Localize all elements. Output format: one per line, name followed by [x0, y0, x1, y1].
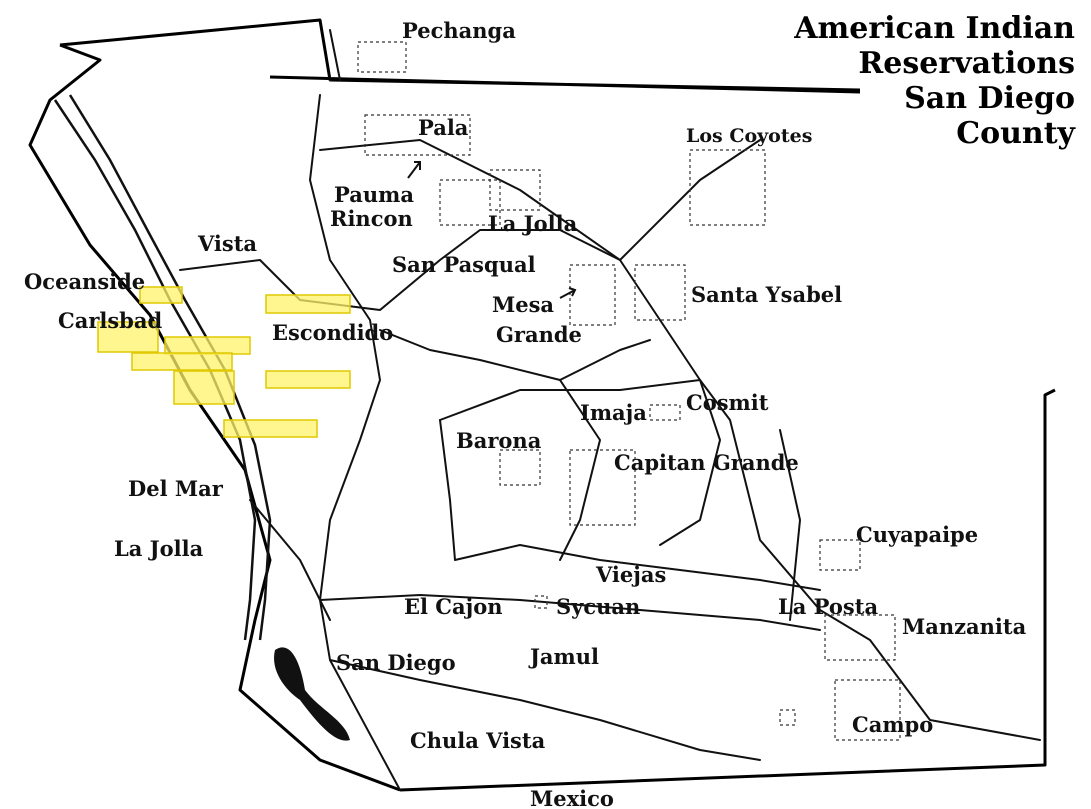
highlight-inland-south [223, 419, 318, 438]
highlight-escondido-south [265, 370, 351, 389]
label-mesa: Mesa [492, 292, 554, 317]
label-oceanside: Oceanside [24, 269, 145, 294]
label-imaja: Imaja [580, 400, 647, 425]
label-el-cajon: El Cajon [404, 594, 503, 619]
label-vista: Vista [197, 231, 257, 256]
label-barona: Barona [456, 428, 542, 453]
label-mexico: Mexico [530, 786, 614, 809]
reservation-outlines [357, 41, 901, 741]
map-title: American Indian Reservations San Diego C… [793, 11, 1076, 151]
label-campo: Campo [852, 712, 933, 737]
place-labels: Pechanga Pala Los Coyotes Pauma Rincon L… [24, 18, 1027, 809]
label-pala: Pala [418, 115, 469, 140]
title-line-2: Reservations [858, 46, 1075, 81]
label-chula-vista: Chula Vista [410, 728, 546, 753]
label-viejas: Viejas [595, 562, 666, 587]
label-cosmit: Cosmit [686, 390, 769, 415]
highlight-coast-mid [131, 352, 233, 371]
highlight-coast-south [173, 370, 235, 405]
label-pechanga: Pechanga [402, 18, 516, 43]
label-escondido: Escondido [272, 320, 393, 345]
label-pauma: Pauma [334, 182, 414, 207]
label-del-mar: Del Mar [128, 476, 224, 501]
label-san-pasqual: San Pasqual [392, 252, 536, 277]
mesa-arrow-icon [559, 287, 577, 299]
title-line-1: American Indian [793, 11, 1075, 46]
label-grande: Grande [496, 322, 582, 347]
label-jamul: Jamul [528, 644, 599, 669]
label-la-jolla-city: La Jolla [114, 536, 204, 561]
label-la-posta: La Posta [778, 594, 878, 619]
label-carlsbad: Carlsbad [58, 308, 162, 333]
label-manzanita: Manzanita [902, 614, 1027, 639]
highlight-escondido-north [265, 294, 351, 314]
highlight-carlsbad-east [164, 336, 251, 355]
label-los-coyotes: Los Coyotes [686, 125, 812, 147]
highlight-carlsbad [97, 321, 159, 353]
label-san-diego: San Diego [336, 650, 456, 675]
title-line-3: San Diego [904, 81, 1075, 116]
title-line-4: County [956, 116, 1076, 151]
highlight-oceanside [139, 286, 183, 304]
highlight-boxes [97, 286, 351, 438]
label-rincon: Rincon [330, 206, 413, 231]
label-cuyapaipe: Cuyapaipe [856, 522, 978, 547]
san-diego-bay [274, 647, 350, 741]
label-santa-ysabel: Santa Ysabel [691, 282, 842, 307]
label-sycuan: Sycuan [556, 594, 640, 619]
label-capitan-grande: Capitan Grande [614, 450, 799, 475]
road-network [179, 29, 1041, 791]
pala-arrow-icon [407, 161, 421, 179]
county-boundary [28, 18, 1056, 792]
label-la-jolla-res: La Jolla [488, 211, 578, 236]
